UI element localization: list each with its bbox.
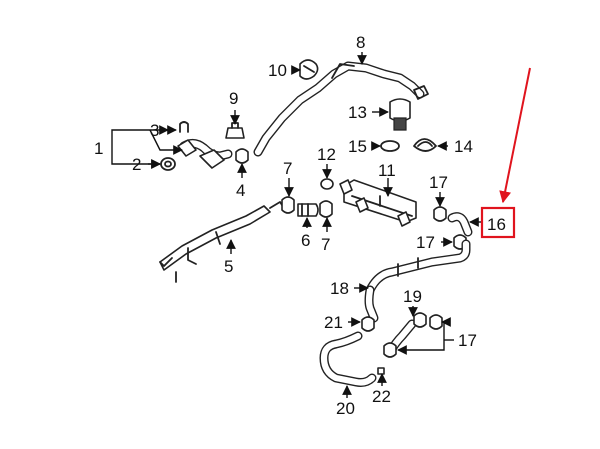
part-6-coupler [297,203,319,217]
part-9-clamp [225,122,245,139]
callout-14: 14 [454,137,473,156]
callout-10: 10 [268,61,287,80]
part-14-gasket [413,138,437,152]
part-17-clamp-lower [383,314,443,358]
part-4-clamp [235,148,249,164]
highlight-box [480,206,516,239]
callout-21: 21 [324,313,343,332]
callout-19: 19 [403,287,422,306]
part-3-bracket [179,121,189,133]
highlight-callout-16 [480,67,531,239]
callout-12: 12 [317,145,336,164]
callout-17-upper: 17 [429,173,448,192]
highlight-arrow [499,67,531,204]
part-8-tube-assembly [253,61,429,157]
callout-17-lower: 17 [458,331,477,350]
callout-17-middle: 17 [416,233,435,252]
callout-8: 8 [356,33,365,52]
callout-6: 6 [301,231,310,250]
part-16-elbow-hose [447,212,473,237]
callout-5: 5 [224,257,233,276]
part-20-pipe [319,331,377,387]
callout-2: 2 [132,155,141,174]
callout-labels: 1 2 3 4 5 6 7 7 8 9 10 11 12 13 14 15 16… [94,33,506,418]
part-2-o-ring [160,157,176,171]
part-18-pipe [364,239,471,323]
part-22-fitting [377,367,385,375]
part-10-clamp [299,59,319,80]
part-21-clamp [361,316,375,332]
callout-7-left: 7 [283,159,292,178]
callout-22: 22 [372,387,391,406]
part-5-pipe [159,201,285,283]
callout-3: 3 [150,121,159,140]
part-17-clamp-upper [433,206,447,222]
callout-13: 13 [348,103,367,122]
callout-9: 9 [229,89,238,108]
leader-lines [111,52,482,398]
callout-1: 1 [94,139,103,158]
callout-18: 18 [330,279,349,298]
part-7-clamp-right [319,200,333,218]
callout-11: 11 [378,161,396,180]
part-15-o-ring [380,140,400,152]
callout-15: 15 [348,137,367,156]
part-13-housing [389,98,411,131]
part-11-pipe [339,179,417,227]
part-1-hose-assembly [177,138,233,169]
part-12-fitting [320,178,334,190]
callout-20: 20 [336,399,355,418]
callout-4: 4 [236,181,245,200]
part-7-clamp-left [281,196,295,214]
callout-7-right: 7 [321,235,330,254]
callout-16: 16 [487,215,506,234]
